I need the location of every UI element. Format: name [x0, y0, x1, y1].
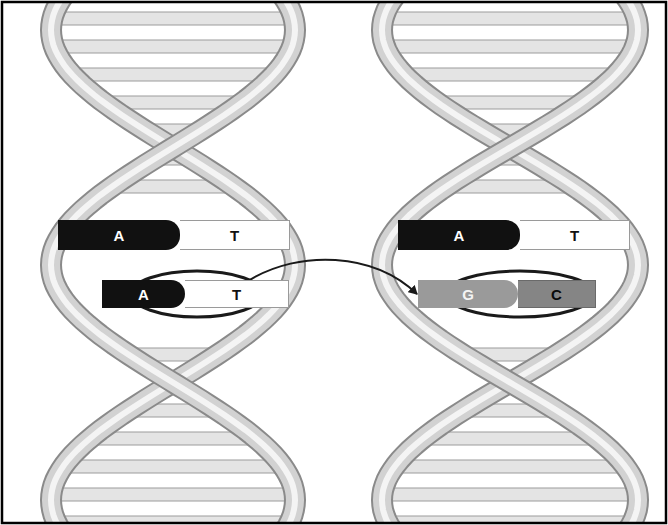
helix-rung — [385, 40, 634, 53]
helix-rung — [382, 488, 637, 501]
base-segment: A — [102, 280, 185, 308]
base-letter: C — [551, 287, 562, 302]
base-letter: T — [570, 228, 579, 243]
helix-rung — [54, 40, 292, 53]
base-segment: C — [518, 280, 596, 308]
base-segment: G — [418, 280, 518, 308]
helix-rung — [422, 432, 597, 445]
base-letter: A — [138, 287, 149, 302]
base-letter: A — [454, 228, 465, 243]
helix-rung — [57, 516, 290, 522]
base-segment: A — [58, 220, 180, 250]
helix-rungs — [51, 12, 637, 522]
helix-strand — [382, 3, 638, 522]
helix-strand — [382, 3, 638, 522]
helix-strand — [51, 3, 295, 522]
helix-strand — [382, 3, 638, 522]
helix-rung — [383, 12, 636, 25]
helix-rung — [63, 460, 284, 473]
base-letter: T — [230, 228, 239, 243]
helix-strands — [51, 3, 638, 522]
helix-strand — [382, 3, 638, 522]
helix-rung — [51, 488, 294, 501]
helix-group — [51, 3, 638, 522]
helix-rung — [388, 516, 632, 522]
helix-strand — [51, 3, 295, 522]
base-letter: G — [462, 287, 474, 302]
base-segment: T — [185, 280, 289, 308]
helix-rung — [404, 68, 615, 81]
base-segment: T — [180, 220, 290, 250]
base-segment: T — [520, 220, 630, 250]
helix-rung — [394, 460, 625, 473]
helix-rung — [89, 432, 256, 445]
helix-strand — [51, 3, 295, 522]
base-segment: A — [398, 220, 520, 250]
base-letter: T — [232, 287, 241, 302]
helix-strand — [382, 3, 638, 522]
helix-strand — [382, 3, 638, 522]
helix-rung — [72, 68, 273, 81]
helix-strand — [51, 3, 295, 522]
base-letter: A — [114, 228, 125, 243]
helix-strand — [51, 3, 295, 522]
helix-rung — [52, 12, 293, 25]
helix-strand — [51, 3, 295, 522]
